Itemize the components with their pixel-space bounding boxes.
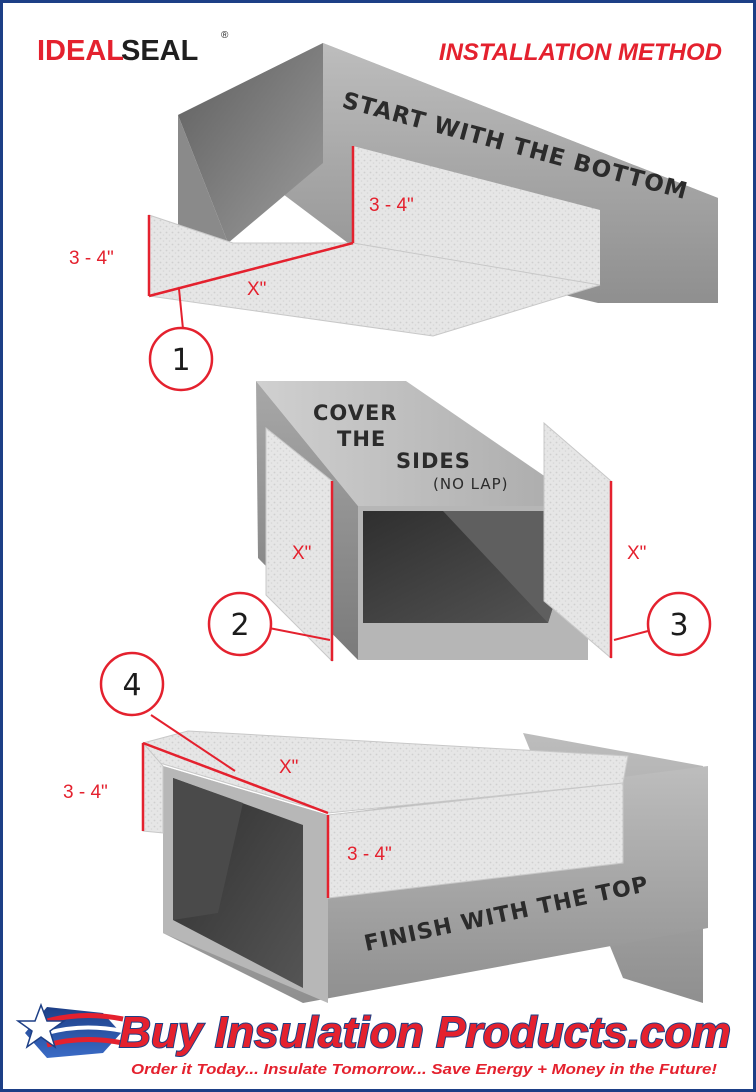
- footer-logo: Buy Insulation Products.com Order it Tod…: [15, 1002, 732, 1078]
- duct-1-interior: [178, 43, 323, 243]
- insulation-1-face: [353, 146, 600, 285]
- panel-3-dim-width: X": [279, 757, 298, 778]
- step-1-number: 1: [171, 343, 190, 378]
- duct-1-top-side: [323, 43, 718, 303]
- panel-1-dim-right: 3 - 4": [369, 195, 414, 216]
- page-title: INSTALLATION METHOD: [439, 39, 722, 66]
- step-3-leader: [613, 630, 649, 641]
- panel-2-heading-line1: COVER: [313, 401, 397, 425]
- panel-2-dim-left: X": [292, 543, 311, 564]
- step-4-number: 4: [122, 668, 141, 703]
- panel-2-heading-line2: THE: [337, 427, 386, 451]
- registered-mark: ®: [221, 30, 229, 41]
- step-2-number: 2: [230, 608, 249, 643]
- panel-bottom: START WITH THE BOTTOM 3 - 4" 3 - 4" X" 1: [69, 43, 718, 392]
- footer-site-name: Buy Insulation Products.com: [119, 1008, 731, 1057]
- step-2-badge: [207, 591, 273, 657]
- footer-tagline: Order it Today... Insulate Tomorrow... S…: [131, 1061, 717, 1078]
- panel-2-heading-line3: SIDES: [396, 449, 471, 473]
- panel-2-heading-note: (NO LAP): [433, 475, 509, 493]
- installation-diagram: IDEAL SEAL ® INSTALLATION METHOD START W…: [15, 30, 732, 1078]
- edge-4-width: [142, 741, 329, 815]
- duct-1-lip: [178, 115, 228, 243]
- panel-top: FINISH WITH THE TOP 3 - 4" 3 - 4" X" 4: [63, 651, 708, 1003]
- brand-word-ideal: IDEAL: [37, 35, 124, 67]
- step-2-leader: [268, 627, 331, 641]
- panel-2-dim-right: X": [627, 543, 646, 564]
- step-1-leader: [178, 288, 184, 330]
- step-3-badge: [646, 591, 712, 657]
- step-4-badge: [99, 651, 165, 717]
- flag-star-icon: [15, 1002, 124, 1058]
- step-3-number: 3: [669, 608, 688, 643]
- brand-word-seal: SEAL: [121, 35, 198, 67]
- panel-sides: COVER THE SIDES (NO LAP) X" X" 2 3: [207, 381, 712, 663]
- edge-1-width: [148, 241, 354, 298]
- duct-2-top: [256, 381, 588, 506]
- panel-3-dim-right: 3 - 4": [347, 844, 392, 865]
- step-1-badge: [148, 326, 214, 392]
- panel-1-dim-width: X": [247, 279, 266, 300]
- panel-3-dim-left: 3 - 4": [63, 782, 108, 803]
- panel-1-dim-left: 3 - 4": [69, 248, 114, 269]
- step-4-leader: [150, 714, 236, 772]
- duct-3-opening-shade: [173, 778, 243, 920]
- brand-logo: IDEAL SEAL ®: [37, 30, 229, 67]
